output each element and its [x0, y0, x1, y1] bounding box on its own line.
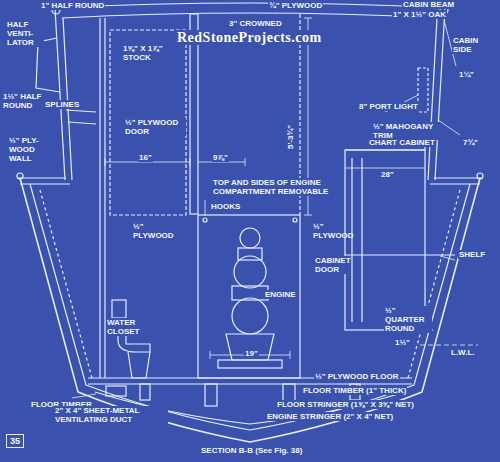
part-label: 7¾": [462, 138, 479, 147]
part-label: 3" CROWNED: [228, 19, 283, 28]
part-label: 2" X 4" SHEET-METAL VENTILATING DUCT: [54, 406, 168, 424]
part-label: 1¼": [458, 70, 475, 79]
part-label: FLOOR STRINGER (1⅝" X 3⅝" NET): [276, 400, 415, 409]
floor-stringer: [140, 384, 150, 400]
port-light: [418, 68, 428, 112]
hook: [203, 218, 207, 222]
cabin-side-left: [55, 8, 72, 180]
splines: [66, 110, 96, 124]
plywood-door: [110, 30, 186, 215]
part-label: 9⅞": [212, 153, 229, 162]
part-label: ½" PLYWOOD FLOOR: [314, 372, 400, 381]
part-label: CABIN SIDE: [452, 36, 488, 54]
figure-caption: SECTION B-B (See Fig. 38): [200, 446, 303, 455]
part-label: 19": [244, 349, 259, 358]
part-label: CHART CABINET: [368, 138, 436, 147]
part-label: 1" HALF ROUND: [40, 1, 105, 10]
engine-stringer: [205, 384, 217, 406]
hull-lining: [40, 190, 460, 378]
part-label: FLOOR TIMBER (1" THICK): [302, 386, 407, 395]
part-label: ½" PLYWOOD: [132, 222, 174, 240]
deck-right: [430, 178, 482, 184]
part-label: L.W.L.: [450, 348, 476, 357]
cabinet-door: [352, 158, 362, 322]
figure-number: 35: [6, 434, 24, 448]
hook: [293, 218, 297, 222]
cabin-roof: [55, 3, 445, 8]
part-label: SHELF: [458, 250, 486, 259]
dimension-lines: [105, 18, 478, 359]
cabin-side-right: [428, 8, 445, 180]
part-label: TOP AND SIDES OF ENGINE COMPARTMENT REMO…: [212, 178, 342, 196]
part-label: HOOKS: [210, 202, 241, 211]
plywood-wall: [100, 18, 105, 378]
chart-cabinet: [345, 150, 425, 330]
part-label: HALF VENTI- LATOR: [6, 20, 44, 47]
part-label: 1½" HALF ROUND: [2, 92, 48, 110]
deck-left: [18, 178, 70, 184]
leader-lines: [72, 95, 455, 398]
part-label: CABINET DOOR: [314, 256, 348, 274]
part-label: 8" PORT LIGHT: [358, 102, 419, 111]
part-label: 1" X 1½" OAK: [392, 10, 447, 19]
hull-inner: [30, 184, 470, 430]
part-label: ½" QUARTER ROUND: [384, 306, 432, 333]
part-label: CABIN BEAM: [402, 0, 455, 9]
engine-compartment: [198, 215, 300, 378]
hull-outer: [20, 178, 480, 442]
shelf: [345, 254, 455, 255]
cabin-beam: [62, 13, 438, 18]
part-label: 16": [138, 153, 153, 162]
watermark: RedStoneProjects.com: [176, 30, 323, 45]
part-label: ENGINE STRINGER (2" X 4" NET): [266, 412, 394, 421]
part-label: 1½": [394, 338, 411, 347]
part-label: ½" PLY- WOOD WALL: [8, 136, 44, 163]
part-label: ¾" PLYWOOD: [268, 1, 323, 10]
ventilating-duct: [106, 386, 126, 396]
part-label: WATER CLOSET: [106, 318, 144, 336]
part-label: 28": [380, 170, 395, 179]
part-label: 5'-3¾": [286, 124, 295, 150]
part-label: ½" PLYWOOD DOOR: [124, 118, 186, 136]
water-closet-illustration: [112, 300, 150, 378]
part-label: SPLINES: [44, 100, 80, 109]
part-label: ½" PLYWOOD: [312, 222, 344, 240]
part-label: 1⅝" X 1⅞" STOCK: [122, 44, 180, 62]
part-label: ENGINE: [264, 290, 297, 299]
